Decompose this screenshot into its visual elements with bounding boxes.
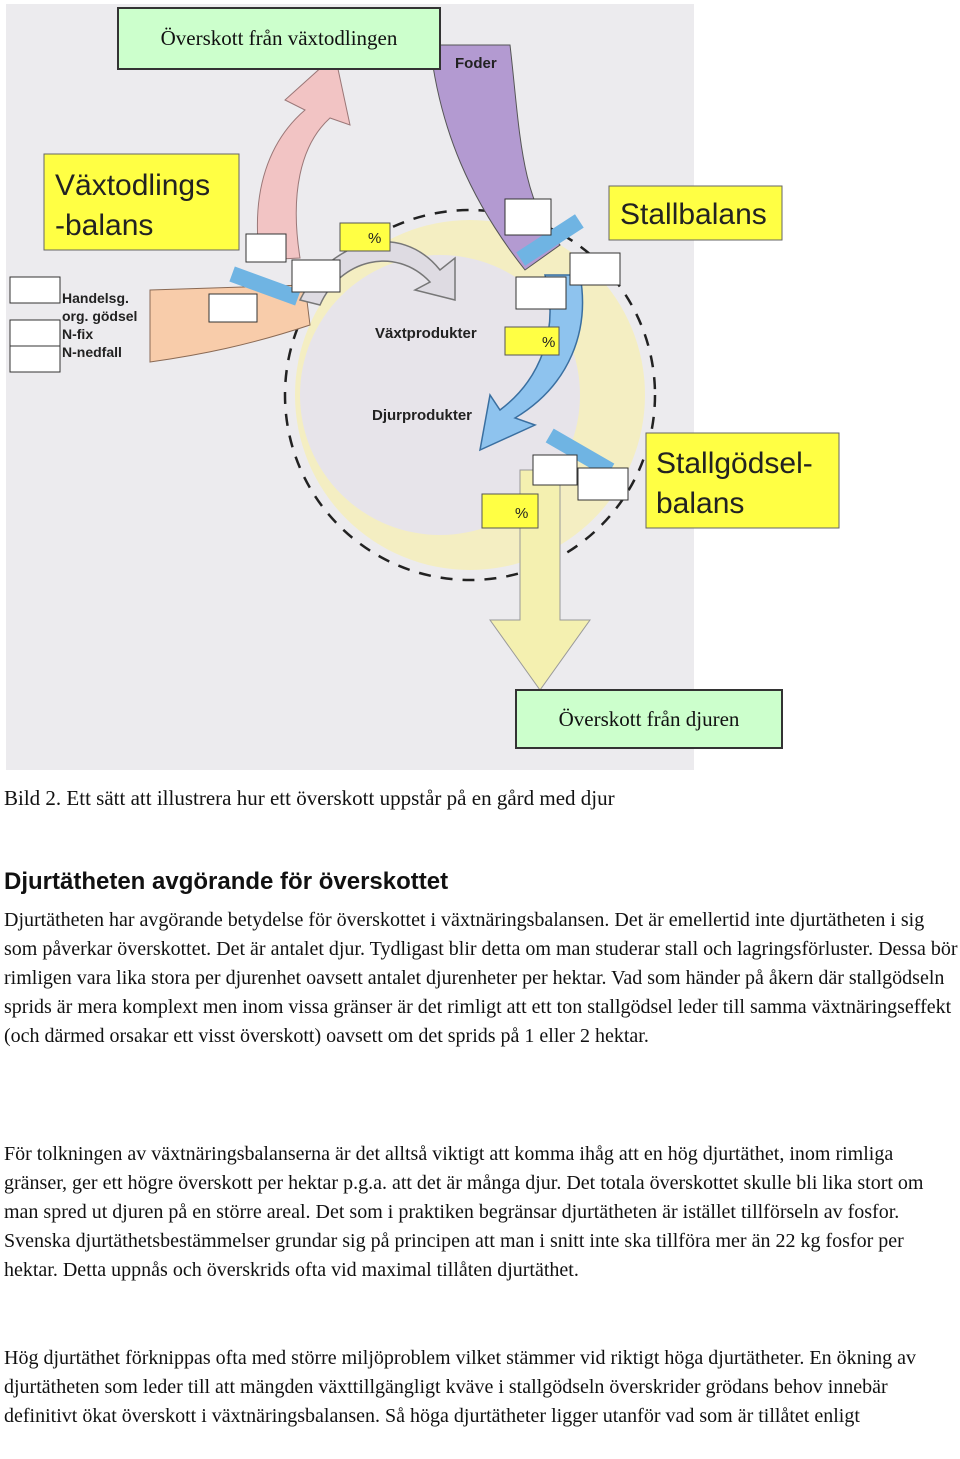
- bottom-surplus-box: Överskott från djuren: [515, 689, 783, 749]
- paragraph-1: Djurtätheten har avgörande betydelse för…: [4, 909, 958, 1047]
- figure-caption: Bild 2. Ett sätt att illustrera hur ett …: [4, 786, 615, 810]
- paragraph-2: För tolkningen av växtnäringsbalanserna …: [4, 1143, 924, 1281]
- manure-surplus-arrow: [489, 469, 591, 691]
- section-heading: Djurtätheten avgörande för överskottet: [4, 868, 449, 895]
- percent-label: %: [368, 230, 381, 247]
- vaxtprodukter-label: Växtprodukter: [375, 325, 477, 342]
- foder-label: Foder: [455, 55, 497, 72]
- diagram-canvas: % % % Växtodlings -balans Stallbalans St…: [6, 4, 840, 770]
- vaxtprodukter-arrow: [298, 240, 456, 306]
- input-label: N-nedfall: [62, 344, 122, 360]
- top-surplus-box: Överskott från växtodlingen: [117, 7, 441, 70]
- percent-label: %: [515, 505, 528, 522]
- input-label: N-fix: [62, 326, 93, 342]
- input-blue-bar: [229, 266, 301, 306]
- stallbalans-label: Stallbalans: [620, 198, 767, 231]
- stallgodselbalans-line2: balans: [656, 487, 744, 520]
- vaxtodlingsbalans-label-bg: [43, 153, 240, 251]
- stallbalans-label-bg: [608, 185, 783, 241]
- stallgodselbalans-line1: Stallgödsel-: [656, 447, 813, 480]
- djurprodukter-label: Djurprodukter: [372, 407, 472, 424]
- nutrient-flow-diagram: % % % Växtodlings -balans Stallbalans St…: [6, 4, 840, 770]
- value-boxes: [9, 198, 629, 501]
- manure-blue-bar: [545, 428, 615, 478]
- input-label: org. gödsel: [62, 308, 137, 324]
- percent-label: %: [542, 334, 555, 351]
- input-band: [149, 284, 311, 363]
- percent-boxes: % % %: [339, 222, 560, 529]
- input-label: Handelsg.: [62, 290, 129, 306]
- farm-boundary-dashed: [283, 208, 657, 582]
- paragraph-3: Hög djurtäthet förknippas ofta med störr…: [4, 1347, 917, 1427]
- stallgodselbalans-label-bg: [645, 432, 840, 529]
- foder-blue-bar: [516, 214, 584, 266]
- vaxtodlingsbalans-line2: -balans: [55, 209, 153, 242]
- vaxtodlingsbalans-line1: Växtodlings: [55, 169, 210, 202]
- farm-circle-inner: [300, 255, 580, 535]
